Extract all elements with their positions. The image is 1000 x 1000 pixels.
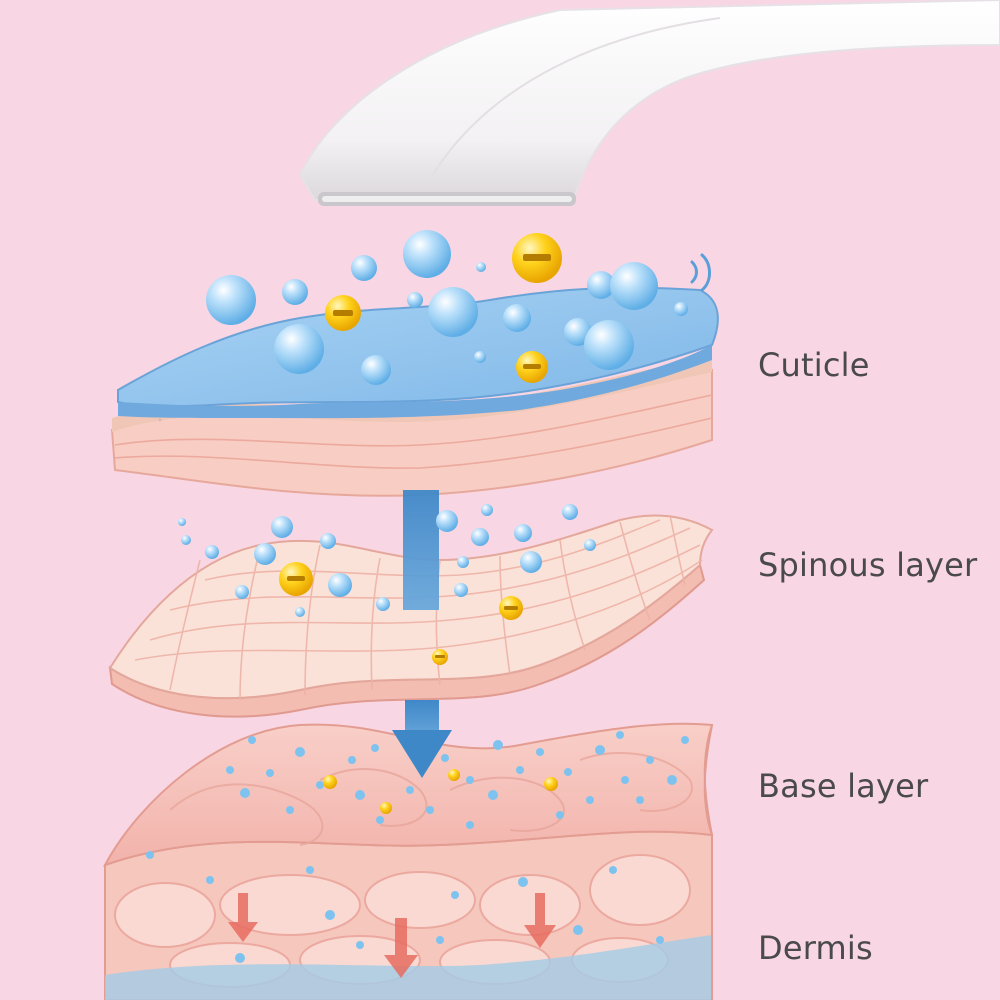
cuticle-label: Cuticle xyxy=(758,346,870,384)
base-dermis-block xyxy=(102,722,714,1000)
water-droplet-icon xyxy=(178,230,688,617)
dermis-label: Dermis xyxy=(758,929,873,967)
cuticle-layer-stack xyxy=(110,286,719,497)
penetration-arrow-icon xyxy=(392,490,452,778)
base-layer-droplets xyxy=(146,731,689,963)
dermis-arrows xyxy=(228,893,556,978)
vibration-icon xyxy=(690,253,711,292)
base-layer-label: Base layer xyxy=(758,767,929,805)
negative-ion-icon xyxy=(279,233,562,814)
spinous-layer-label: Spinous layer xyxy=(758,546,978,584)
device-head-icon xyxy=(298,0,1000,206)
